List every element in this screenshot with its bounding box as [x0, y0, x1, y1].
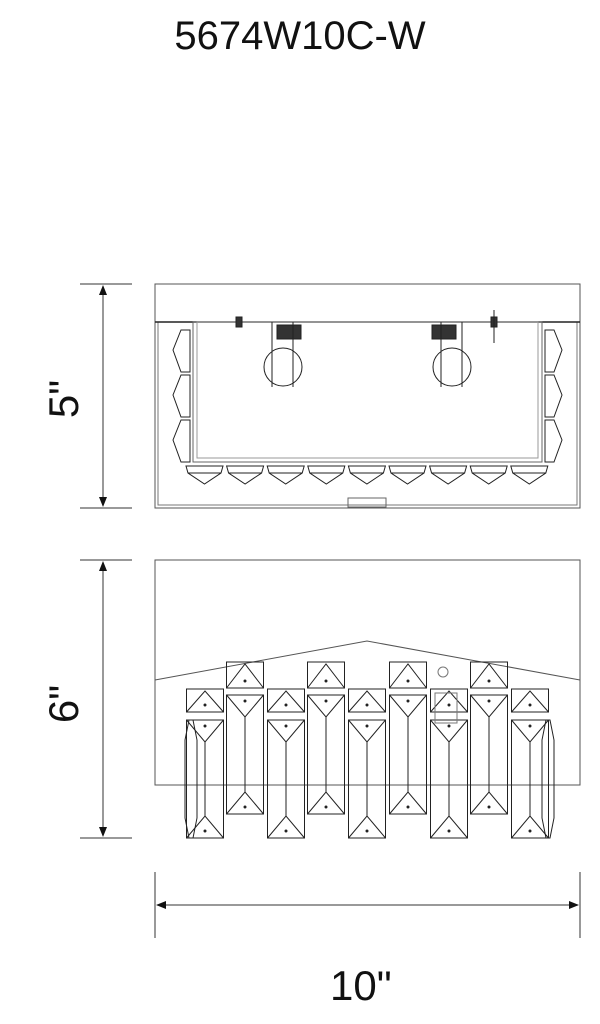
crystal-side-left — [172, 419, 191, 463]
crystal-bottom — [307, 465, 346, 485]
crystal-side-right — [544, 329, 563, 373]
front-view — [154, 559, 581, 839]
bulb-left — [263, 322, 303, 387]
dimension-lines — [80, 283, 581, 938]
crystal-side-left — [172, 374, 191, 418]
crystal-long — [348, 719, 386, 839]
crystal-bottom — [185, 465, 224, 485]
crystal-long — [389, 694, 427, 815]
socket — [434, 666, 458, 724]
width-label: 10" — [330, 962, 392, 1009]
model-number-title: 5674W10C-W — [174, 14, 426, 58]
crystal-side-right — [544, 419, 563, 463]
crystal-long — [226, 694, 264, 815]
crystal-bottom — [266, 465, 305, 485]
crystal-top-small — [267, 688, 305, 713]
crystal-top-small — [511, 688, 549, 713]
crystal-long — [186, 719, 224, 839]
crystal-bottom — [388, 465, 427, 485]
crystal-long — [267, 719, 305, 839]
crystal-side — [541, 719, 555, 839]
crystal-top-small — [348, 688, 386, 713]
crystal-top-small — [389, 661, 427, 689]
crystal-top-small — [186, 688, 224, 713]
crystal-bottom — [469, 465, 508, 485]
crystal-top-small — [430, 688, 468, 713]
crystal-bottom — [347, 465, 387, 485]
crystal-top-small — [226, 661, 264, 689]
crystal-long — [511, 719, 549, 839]
bulb-right — [431, 322, 472, 387]
top-view — [154, 283, 581, 509]
crystal-long — [430, 719, 468, 839]
crystal-side-left — [172, 329, 191, 373]
crystal-long — [307, 694, 345, 815]
crystal-bottom — [428, 465, 468, 485]
crystal-top-small — [307, 661, 345, 689]
crystal-top-small — [470, 661, 508, 689]
crystal-long — [470, 694, 508, 815]
crystal-bottom — [510, 465, 549, 485]
crystal-side — [184, 719, 198, 839]
crystal-bottom — [225, 465, 265, 485]
crystal-side-right — [544, 374, 563, 418]
